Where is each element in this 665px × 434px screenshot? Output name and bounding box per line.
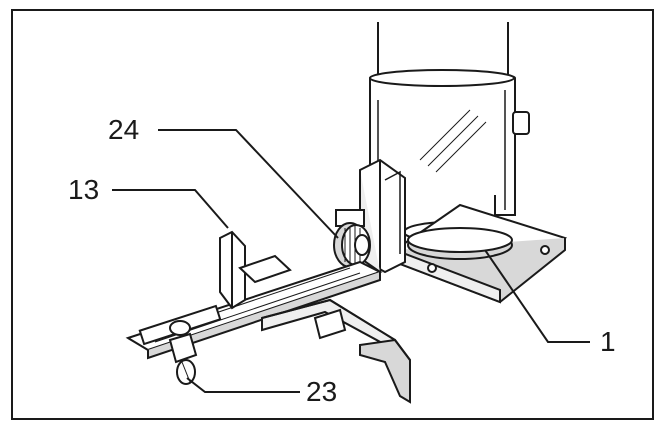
callout-label-24: 24 — [108, 114, 140, 145]
leader-lines — [112, 129, 590, 393]
leader-line-13 — [112, 189, 229, 229]
callout-label-23: 23 — [306, 376, 338, 407]
callout-label-1: 1 — [600, 326, 616, 357]
leader-line-24 — [158, 129, 339, 239]
figure-border — [11, 9, 654, 420]
base-plate — [392, 203, 568, 304]
wing-bolt — [333, 209, 371, 268]
guide-fence — [219, 230, 411, 404]
callout-label-13: 13 — [68, 174, 100, 205]
leader-line-1 — [484, 249, 590, 343]
leader-line-23 — [186, 377, 300, 393]
thumb-screw — [168, 320, 198, 385]
